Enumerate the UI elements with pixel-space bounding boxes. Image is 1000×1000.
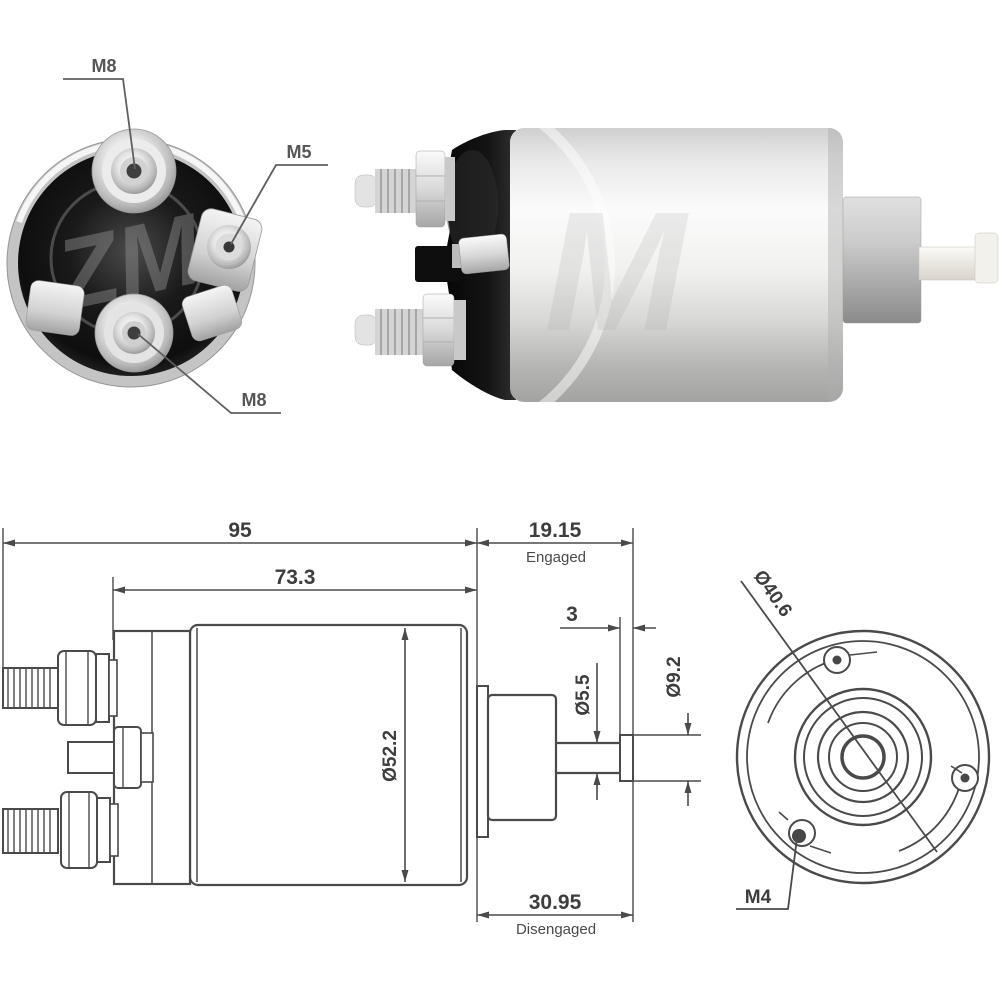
photo-pin-tip [974, 232, 999, 284]
rear-view-photo: ZM [6, 56, 328, 414]
engaged-caption: Engaged [526, 549, 586, 566]
front-view-drawing: Ø40.6 M4 [735, 567, 991, 910]
front-center-rings [793, 687, 933, 827]
front-outer-circle [735, 629, 991, 885]
rear-terminal-bottom-m8 [25, 280, 174, 373]
front-view-texts: Ø40.6 M4 [745, 567, 796, 908]
drawing-bolt-lower [2, 791, 119, 869]
rear-terminal-top-m8 [91, 128, 177, 214]
leader-m5 [230, 164, 328, 245]
photo-center-terminal [415, 233, 510, 282]
drawing-tip [619, 734, 634, 782]
dim-body-length: 73.3 [275, 566, 316, 589]
photo-pin-rod [918, 246, 978, 281]
label-bottom-terminal: M8 [241, 390, 266, 410]
front-mount-holes [778, 646, 979, 854]
dim-tip-length: 3 [566, 603, 578, 626]
dim-rod-dia: Ø5.5 [573, 674, 594, 716]
disengaged-caption: Disengaged [516, 921, 596, 938]
photo-nose-cylinder [842, 196, 922, 324]
drawing-body [188, 623, 469, 887]
cap-sheen [446, 150, 498, 260]
dimension-lines [3, 539, 692, 919]
m-watermark-text: M [544, 177, 689, 367]
front-inner-rim [746, 640, 980, 874]
side-view-drawing: 95 73.3 19.15 Engaged 3 Ø52.2 Ø5.5 Ø9.2 … [2, 519, 701, 938]
drawing-body-edges [196, 628, 462, 882]
extension-lines [2, 528, 701, 922]
leader-bottom-m8 [137, 333, 281, 414]
thread-label-m4: M4 [745, 887, 772, 908]
rear-view-callouts [63, 78, 328, 414]
dim-bolt-circle: Ø40.6 [749, 567, 796, 621]
drawing-center-terminal [67, 726, 154, 789]
label-top-terminal: M8 [91, 56, 116, 76]
dim-engaged: 19.15 [529, 519, 582, 542]
side-view-photo: M [354, 128, 999, 402]
leader-top-m8 [63, 78, 136, 170]
dimension-texts: 95 73.3 19.15 Engaged 3 Ø52.2 Ø5.5 Ø9.2 … [228, 519, 685, 938]
m4-leader [736, 837, 798, 910]
dim-body-dia: Ø52.2 [380, 730, 401, 782]
label-side-terminal: M5 [286, 142, 311, 162]
photo-stud-lower [354, 293, 466, 367]
drawing-rod [556, 741, 620, 775]
drawing-step-cylinder [486, 693, 558, 822]
dim-total-length: 95 [228, 519, 252, 542]
drawing-flange [476, 685, 489, 838]
dim-tip-dia: Ø9.2 [664, 656, 685, 697]
drawing-bolt-upper [2, 650, 118, 726]
bolt-circle-arc-bottomright [898, 780, 962, 852]
photo-body-reflections: M [510, 128, 843, 402]
dim-disengaged: 30.95 [529, 891, 582, 914]
photo-stud-upper [354, 150, 455, 228]
bolt-circle-diameter-line [740, 580, 938, 853]
rear-terminal-m5 [181, 208, 263, 342]
rear-left-bracket [25, 280, 85, 336]
